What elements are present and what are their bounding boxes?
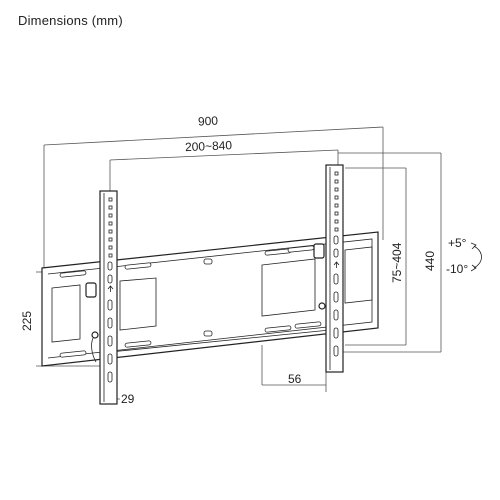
plate-slot — [124, 340, 152, 348]
tilt-arrow-head-top-icon — [470, 242, 477, 250]
left-arm-holes — [107, 197, 113, 383]
arm-slot — [107, 371, 113, 383]
left-bracket-arm — [85, 190, 118, 405]
right-safety-screw — [318, 302, 326, 310]
vesa-width-line — [109, 149, 339, 161]
arm-slot — [333, 248, 339, 258]
arm-hole — [334, 195, 339, 200]
arm-hole — [108, 221, 113, 226]
plate-cutout-center-left — [119, 277, 157, 331]
label-tilt-down: -10° — [446, 262, 468, 276]
arm-hole — [108, 253, 113, 258]
arm-slot — [333, 309, 339, 321]
arm-hole — [108, 245, 113, 250]
arm-hole — [334, 179, 339, 184]
arm-hole — [334, 203, 339, 208]
arm-hole — [334, 187, 339, 192]
arm-slot — [333, 345, 339, 357]
arm-hole — [108, 213, 113, 218]
label-plate-height: 225 — [20, 311, 34, 331]
arm-slot — [107, 299, 113, 311]
arm-slot — [107, 274, 113, 284]
plate-cutout-right — [344, 246, 373, 304]
arm-slot — [333, 327, 339, 339]
arm-hole — [334, 211, 339, 216]
tilt-arrow-head-bottom-icon — [470, 264, 477, 272]
label-overall-width: 900 — [198, 114, 219, 129]
left-safety-cord — [91, 337, 97, 363]
diagram-title: Dimensions (mm) — [18, 13, 123, 28]
plate-hole — [203, 330, 213, 337]
arm-slot — [333, 235, 339, 245]
right-arm-up-arrow-icon — [333, 261, 340, 268]
left-lock-knob — [85, 282, 97, 298]
plate-lower-rail — [109, 329, 331, 353]
arm-slot — [107, 317, 113, 329]
left-safety-screw — [91, 331, 99, 339]
label-vesa-height: 75~404 — [390, 242, 404, 283]
right-bracket-arm — [313, 164, 344, 373]
arm-hole — [108, 237, 113, 242]
label-tilt-up: +5° — [448, 236, 467, 250]
label-arm-width: 29 — [121, 392, 135, 406]
plate-slot — [124, 262, 152, 270]
arm-hole — [334, 171, 339, 176]
arm-hole — [108, 229, 113, 234]
plate-slot — [294, 321, 322, 329]
arm-slot — [333, 291, 339, 303]
arm-hole — [108, 205, 113, 210]
tilt-arrow-icon — [473, 245, 482, 269]
plate-hole — [203, 258, 213, 265]
right-arm-holes — [333, 171, 339, 357]
arm-slot — [333, 273, 339, 285]
overall-width-line — [43, 126, 384, 146]
right-arm-body — [325, 164, 344, 373]
arm-slot — [107, 353, 113, 365]
arm-slot — [107, 261, 113, 271]
label-vesa-width: 200~840 — [185, 138, 233, 154]
arm-hole — [108, 197, 113, 202]
plate-cutout-left — [51, 284, 81, 343]
right-lock-knob — [313, 243, 325, 259]
label-overall-height: 440 — [423, 251, 437, 271]
plate-cutout-center-right — [261, 258, 316, 317]
plate-slot — [59, 350, 87, 358]
wall-plate — [41, 231, 379, 367]
arm-slot — [107, 335, 113, 347]
plate-slot — [264, 325, 292, 333]
plate-slot — [59, 270, 87, 278]
arm-hole — [334, 227, 339, 232]
left-arm-up-arrow-icon — [107, 285, 114, 292]
arm-hole — [334, 219, 339, 224]
label-wall-depth: 56 — [288, 372, 302, 386]
